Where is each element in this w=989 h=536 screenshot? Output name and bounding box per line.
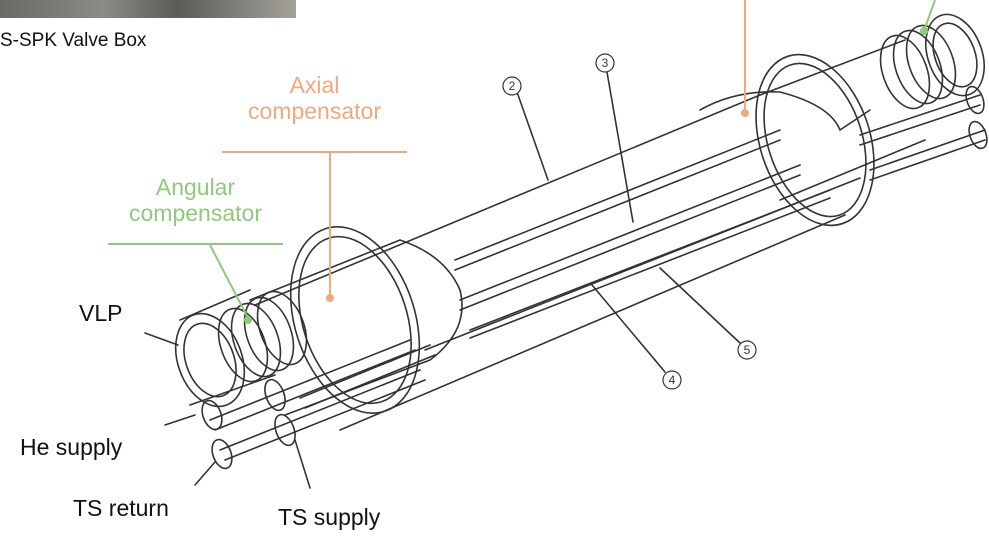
angular-label: Angular compensator	[108, 174, 283, 227]
valve-box-photo	[0, 0, 296, 18]
axial-label-line1: Axial	[289, 72, 340, 98]
angular-leader-right	[924, 0, 936, 29]
item-callout-circle	[595, 53, 615, 73]
angular-leader-left	[209, 244, 249, 319]
angular-underline	[108, 243, 283, 245]
angular-label-line1: Angular	[155, 174, 236, 200]
item-callout-number: 4	[669, 373, 676, 387]
item-callout-number: 3	[602, 56, 609, 70]
ts-return-label: TS return	[73, 495, 169, 521]
right-compensator-body	[699, 91, 871, 131]
left-compensator-body	[249, 239, 463, 416]
photo-caption: S-SPK Valve Box	[0, 30, 147, 51]
axial-underline	[222, 151, 407, 153]
item-callout-circle	[737, 340, 757, 360]
axial-label-line2: compensator	[248, 98, 381, 125]
ts-supply-label: TS supply	[278, 504, 381, 530]
he-supply-label: He supply	[20, 434, 123, 460]
item-callout-circle	[662, 370, 682, 390]
angular-label-line2: compensator	[129, 200, 262, 227]
item-callout-number: 2	[509, 79, 516, 93]
vlp-label: VLP	[79, 300, 123, 326]
item-callout-circle	[502, 76, 522, 96]
outer-jacket	[254, 94, 846, 431]
axial-label: Axial compensator	[222, 72, 407, 125]
item-callout-number: 5	[744, 343, 751, 357]
